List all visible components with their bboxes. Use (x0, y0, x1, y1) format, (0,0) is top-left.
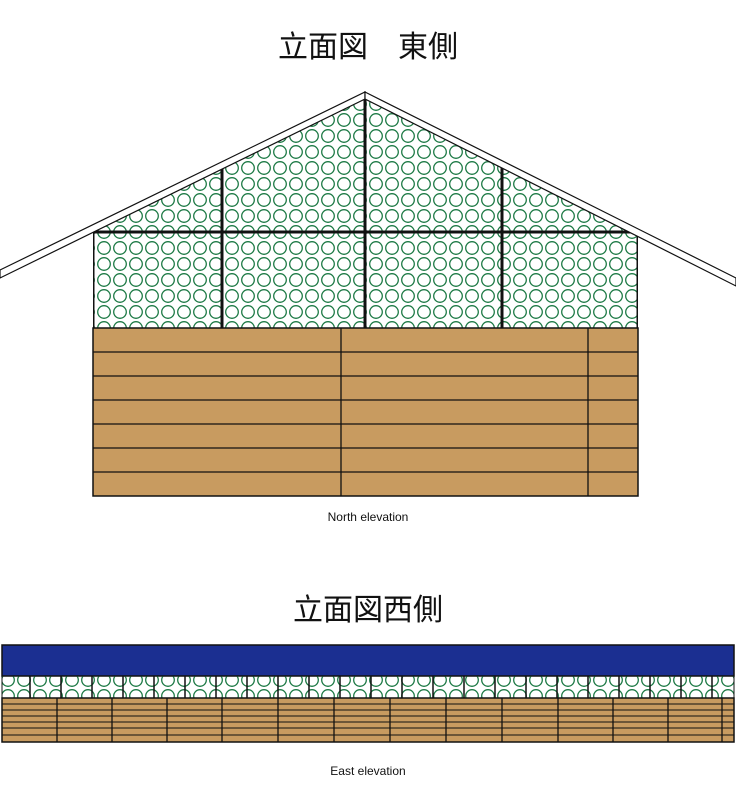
north-elevation-title: 立面図 東側 (278, 30, 458, 65)
east-wooden-wall (1, 697, 735, 743)
east-elevation-title: 立面図西側 (293, 593, 443, 628)
north-elevation (0, 91, 736, 497)
north-elevation-caption: North elevation (327, 510, 409, 524)
wooden-wall (92, 327, 639, 497)
gable-posts (93, 96, 638, 328)
east-net-posts (29, 676, 713, 698)
east-net-band (1, 675, 735, 699)
roof-edge-right (364, 91, 736, 287)
east-roof-band (1, 644, 735, 677)
east-elevation-caption: East elevation (330, 764, 406, 778)
east-elevation (1, 644, 735, 743)
